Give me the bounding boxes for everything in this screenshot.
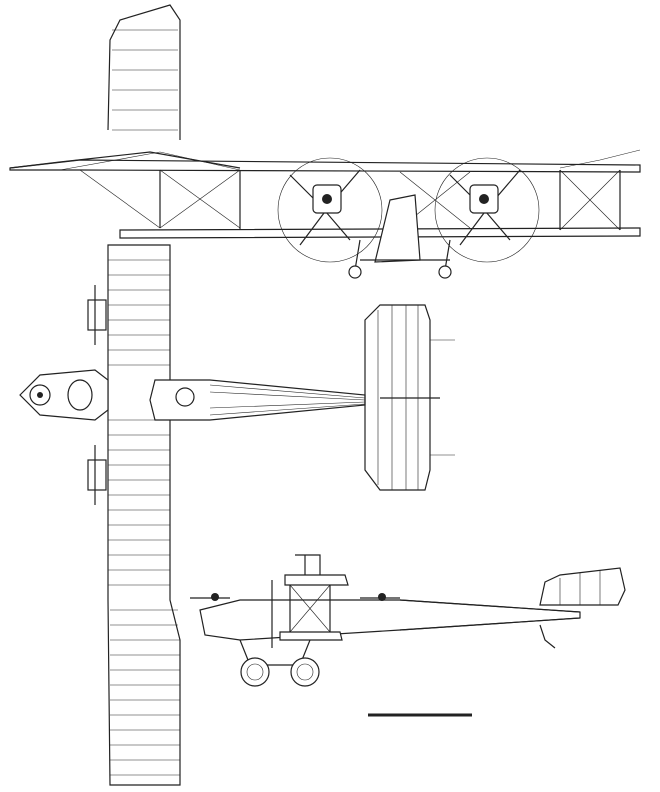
plan-view bbox=[19, 244, 455, 786]
side-fuselage bbox=[199, 599, 581, 641]
plan-engine-bottom bbox=[87, 459, 107, 491]
wing-ribs bbox=[108, 259, 180, 776]
right-propeller-disc bbox=[434, 157, 540, 263]
side-lower-wing bbox=[279, 631, 343, 641]
plan-tailplane bbox=[364, 304, 431, 491]
plan-fuselage bbox=[149, 379, 366, 421]
front-view-fin bbox=[107, 4, 181, 140]
left-propeller-disc bbox=[277, 157, 383, 263]
side-tail-fin bbox=[539, 567, 626, 606]
main-wheel bbox=[290, 657, 320, 687]
front-wheel bbox=[240, 657, 270, 687]
side-view bbox=[190, 554, 626, 687]
side-upper-wing bbox=[284, 574, 349, 586]
front-view bbox=[9, 4, 641, 279]
plan-wing bbox=[107, 244, 181, 786]
front-struts bbox=[79, 169, 621, 231]
plan-engine-top bbox=[87, 299, 107, 331]
